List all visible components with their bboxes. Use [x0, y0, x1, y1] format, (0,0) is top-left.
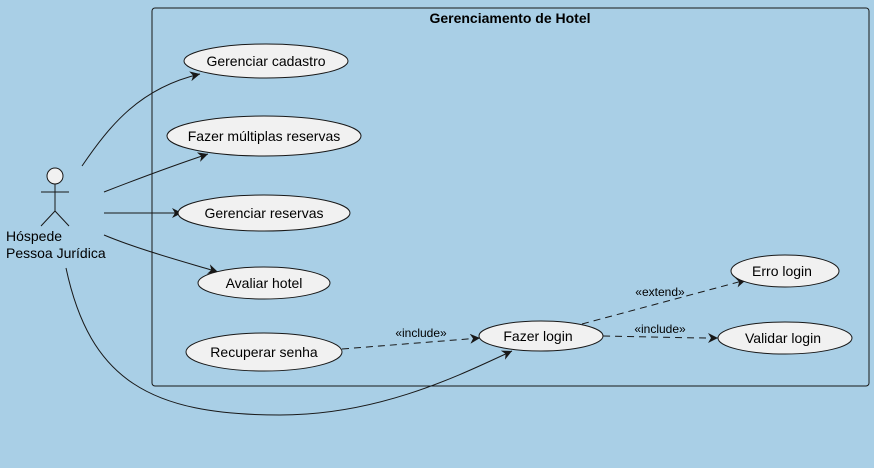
- include-label-validar: «include»: [634, 322, 686, 336]
- use-case-validar-login: Validar login: [717, 321, 853, 355]
- association-fazer-multiplas-reservas: [103, 152, 209, 193]
- svg-text:Recuperar senha: Recuperar senha: [210, 344, 318, 360]
- actor-icon: [40, 167, 70, 227]
- actor-label-line2: Pessoa Jurídica: [6, 245, 106, 261]
- actor-label-line1: Hóspede: [6, 228, 62, 244]
- svg-text:Gerenciar reservas: Gerenciar reservas: [204, 205, 323, 221]
- extend-fazer-login-erro-login: [581, 277, 747, 325]
- use-case-gerenciar-cadastro: Gerenciar cadastro: [183, 43, 349, 79]
- extend-label-erro: «extend»: [635, 285, 685, 299]
- svg-text:Validar login: Validar login: [745, 330, 821, 346]
- associations: [65, 71, 513, 416]
- svg-text:Gerenciar cadastro: Gerenciar cadastro: [206, 53, 325, 69]
- svg-text:Avaliar hotel: Avaliar hotel: [226, 275, 303, 291]
- use-case-fazer-multiplas-reservas: Fazer múltiplas reservas: [166, 115, 362, 157]
- use-case-fazer-login: Fazer login: [478, 320, 604, 352]
- include-fazer-login-validar-login: [602, 332, 719, 343]
- svg-text:Fazer múltiplas reservas: Fazer múltiplas reservas: [188, 128, 341, 144]
- svg-text:Erro login: Erro login: [752, 263, 812, 279]
- dependencies: [341, 277, 747, 350]
- use-case-erro-login: Erro login: [730, 254, 840, 288]
- svg-text:Fazer login: Fazer login: [503, 328, 572, 344]
- use-case-avaliar-hotel: Avaliar hotel: [197, 266, 331, 300]
- system-boundary: [151, 7, 870, 387]
- association-fazer-login: [65, 267, 513, 416]
- system-title: Gerenciamento de Hotel: [429, 10, 590, 26]
- use-case-recuperar-senha: Recuperar senha: [185, 332, 343, 372]
- include-label-recuperar: «include»: [395, 326, 447, 340]
- use-case-gerenciar-reservas: Gerenciar reservas: [177, 194, 351, 232]
- association-gerenciar-cadastro: [81, 71, 201, 167]
- association-avaliar-hotel: [103, 234, 219, 274]
